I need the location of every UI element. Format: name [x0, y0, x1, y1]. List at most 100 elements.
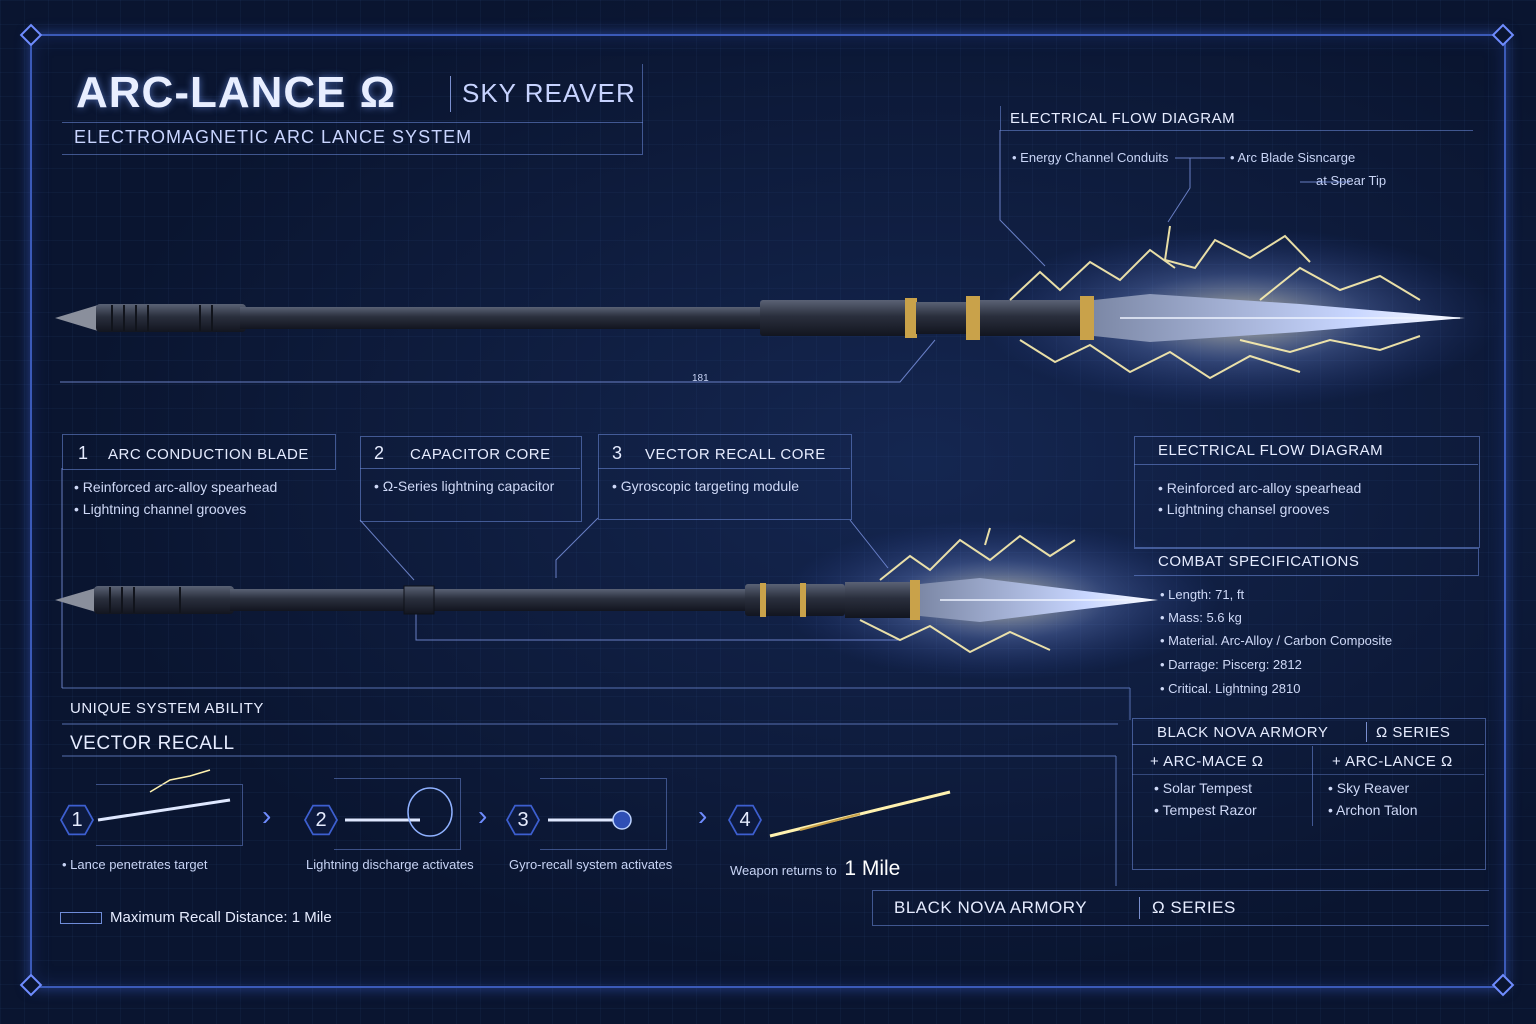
combat-specs-panel [1134, 548, 1479, 576]
component-1-bullet-text: Lightning channel grooves [82, 501, 247, 517]
max-recall-distance: Maximum Recall Distance: 1 Mile [110, 909, 332, 926]
spec-damage: • Darrage: Piscerg: 2812 [1160, 657, 1302, 672]
step-3-illustration [540, 778, 667, 850]
flow-right-bullet-text: Reinforced arc-alloy spearhead [1166, 480, 1362, 496]
flow-diagram-right-divider [1134, 464, 1478, 465]
step-2-caption: Lightning discharge activates [306, 857, 474, 872]
ability-label: UNIQUE SYSTEM ABILITY [70, 700, 264, 717]
component-2-title: CAPACITOR CORE [410, 446, 551, 463]
armory-col2-item-text: Archon Talon [1336, 802, 1418, 818]
step-3-number: 3 [508, 806, 538, 834]
title-panel [62, 64, 643, 123]
spear-top [55, 225, 1500, 408]
component-2-number: 2 [374, 443, 385, 463]
flow-diagram-right-title: ELECTRICAL FLOW DIAGRAM [1158, 442, 1384, 459]
component-3-number: 3 [612, 443, 623, 463]
component-3-divider [598, 468, 850, 469]
armory-header-divider [1132, 744, 1484, 745]
chevron-right-icon: › [478, 800, 488, 831]
flow-item-discharge: • Arc Blade Sisncarge [1230, 150, 1356, 165]
armory-col2-item: • Archon Talon [1328, 802, 1418, 818]
step-2-number: 2 [306, 806, 336, 834]
footer-series: Ω SERIES [1152, 898, 1236, 917]
armory-title-divider [1366, 722, 1367, 742]
flow-diagram-top-panel [1000, 106, 1473, 131]
step-1-illustration [96, 784, 243, 846]
flow-right-bullet: • Lightning chansel grooves [1158, 501, 1330, 517]
ability-panel-lines [62, 687, 1131, 886]
armory-col1-item-text: Solar Tempest [1162, 780, 1253, 796]
flow-leader-lines [60, 130, 1350, 383]
flow-diagram-right-panel [1134, 436, 1480, 548]
step-4-caption-text: Weapon returns to [730, 863, 837, 878]
flow-diagram-top-title: ELECTRICAL FLOW DIAGRAM [1010, 110, 1236, 127]
component-2-divider [360, 468, 580, 469]
spec-damage-text: Darrage: Piscerg: 2812 [1168, 657, 1302, 672]
armory-col2-header-text: ARC-LANCE Ω [1345, 753, 1453, 770]
component-1-title: ARC CONDUCTION BLADE [108, 446, 309, 463]
step-4-caption: Weapon returns to 1 Mile [730, 857, 900, 881]
component-3-panel [598, 434, 852, 520]
spec-mass: • Mass: 5.6 kg [1160, 610, 1242, 625]
flow-item-conduits-label: Energy Channel Conduits [1020, 150, 1169, 165]
spec-material: • Material. Arc-Alloy / Carbon Composite [1160, 633, 1393, 648]
chevron-right-icon: › [262, 800, 272, 831]
armory-series: Ω SERIES [1376, 724, 1451, 741]
armory-col2-item-text: Sky Reaver [1336, 780, 1410, 796]
flow-right-bullet-text: Lightning chansel grooves [1166, 501, 1330, 517]
flow-item-conduits: • Energy Channel Conduits [1012, 150, 1169, 165]
armory-col2-item: • Sky Reaver [1328, 780, 1410, 796]
footer-divider [1139, 897, 1140, 919]
page-title: ARC-LANCE Ω [76, 68, 397, 117]
component-1-number: 1 [78, 443, 89, 463]
outer-frame [30, 34, 1506, 988]
armory-panel [1132, 718, 1486, 870]
component-1-bullet-text: Reinforced arc-alloy spearhead [82, 479, 278, 495]
spec-material-text: Material. Arc-Alloy / Carbon Composite [1168, 633, 1393, 648]
component-3-title: VECTOR RECALL CORE [645, 446, 826, 463]
armory-title: BLACK NOVA ARMORY [1157, 724, 1329, 741]
chevron-right-icon: › [698, 800, 708, 831]
step-3-caption: Gyro-recall system activates [509, 857, 673, 872]
footer-brand-panel [872, 890, 1489, 926]
component-3-bullet: • Gyroscopic targeting module [612, 478, 799, 494]
flow-item-tip: at Spear Tip [1316, 173, 1387, 188]
step-1-caption: • Lance penetrates target [62, 857, 208, 872]
spear-bottom [55, 520, 1220, 680]
armory-col1-header: + ARC-MACE Ω [1150, 753, 1264, 770]
footer-brand: BLACK NOVA ARMORY [894, 898, 1088, 917]
armory-sub-divider [1132, 774, 1484, 775]
spec-critical: • Critical. Lightning 2810 [1160, 681, 1301, 696]
system-subtitle: ELECTROMAGNETIC ARC LANCE SYSTEM [74, 127, 473, 147]
component-2-bullet-text: Ω-Series lightning capacitor [382, 478, 555, 494]
component-3-bullet-text: Gyroscopic targeting module [620, 478, 799, 494]
measure-label: 181 [692, 373, 709, 384]
component-2-bullet: • Ω-Series lightning capacitor [374, 478, 555, 494]
spec-length: • Length: 71, ft [1160, 587, 1245, 602]
armory-col2-header: + ARC-LANCE Ω [1332, 753, 1453, 770]
step-1-number: 1 [62, 806, 92, 834]
weapon-name: SKY REAVER [462, 78, 636, 108]
flow-right-bullet: • Reinforced arc-alloy spearhead [1158, 480, 1362, 496]
combat-specs-title: COMBAT SPECIFICATIONS [1158, 553, 1360, 570]
spec-mass-text: Mass: 5.6 kg [1168, 610, 1242, 625]
armory-col1-item: • Solar Tempest [1154, 780, 1253, 796]
armory-col1-header-text: ARC-MACE Ω [1163, 753, 1264, 770]
recall-illustrations [97, 769, 951, 838]
armory-col1-item-text: Tempest Razor [1162, 802, 1257, 818]
component-2-panel [360, 436, 582, 522]
armory-col-divider [1312, 746, 1313, 826]
ability-name: VECTOR RECALL [70, 733, 235, 754]
step-1-caption-text: Lance penetrates target [70, 857, 208, 872]
component-1-bullet: • Reinforced arc-alloy spearhead [74, 479, 278, 495]
subtitle-panel [62, 122, 643, 155]
step-2-illustration [334, 778, 461, 850]
step-4-badge: 4 [728, 804, 762, 836]
armory-col1-item: • Tempest Razor [1154, 802, 1257, 818]
flow-item-discharge-label: Arc Blade Sisncarge [1237, 150, 1356, 165]
spec-critical-text: Critical. Lightning 2810 [1168, 681, 1301, 696]
spec-length-text: Length: 71, ft [1168, 587, 1245, 602]
step-4-number: 4 [730, 806, 760, 834]
